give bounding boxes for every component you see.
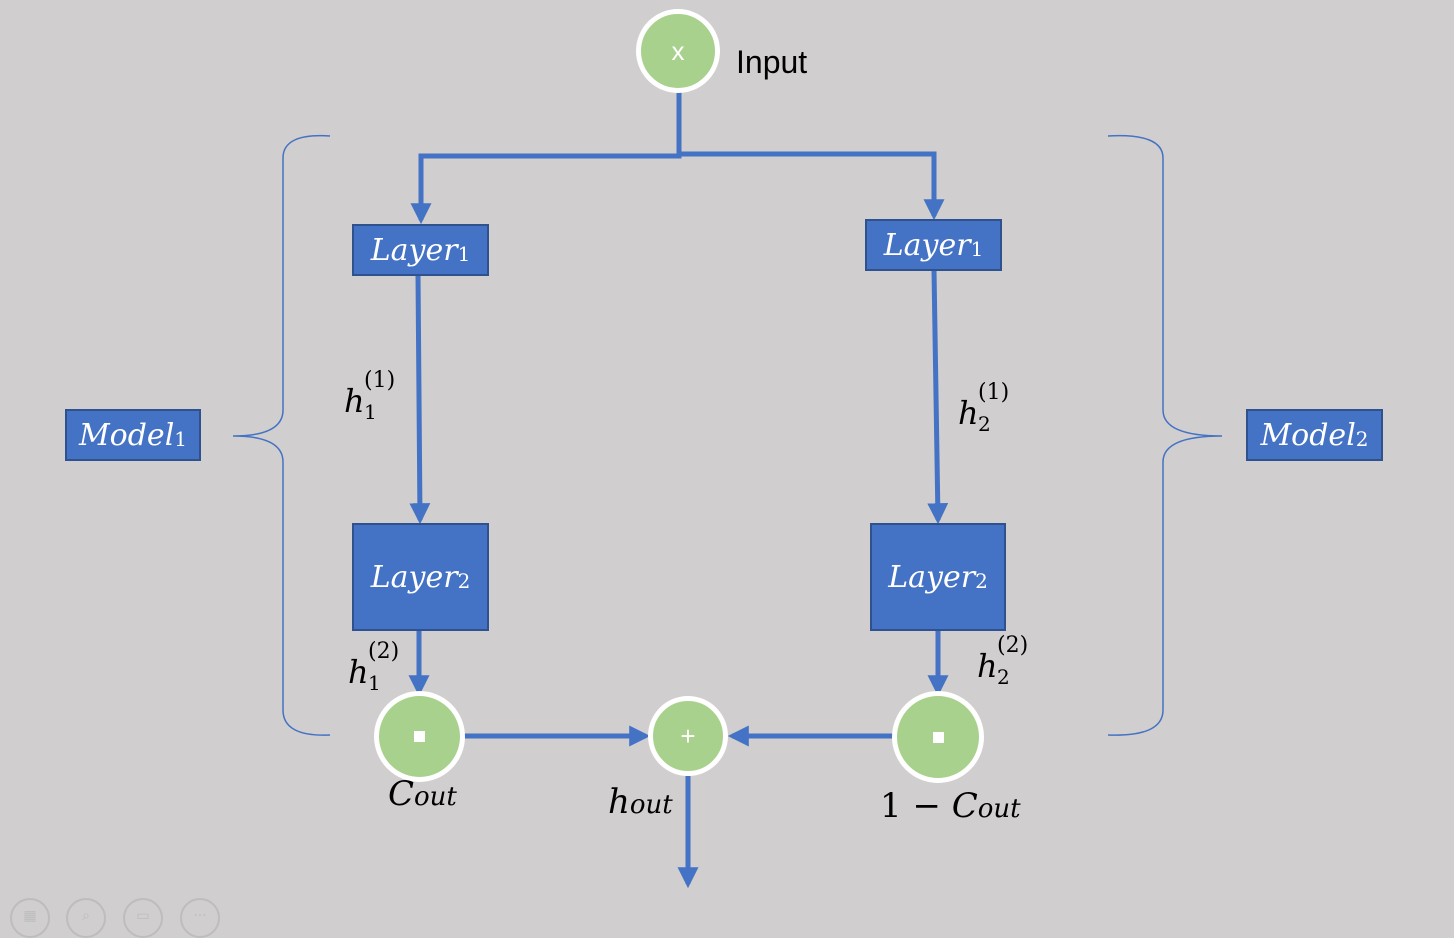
layer2-left-name: Layer (370, 559, 458, 595)
slide-icon[interactable]: ▭ (123, 898, 163, 938)
layer1-left-index: 1 (457, 242, 471, 266)
h1-2-sub: 1 (368, 671, 381, 695)
h1-2-sup: (2) (368, 639, 400, 664)
model1-brace (232, 134, 331, 736)
multiply-dot-icon (414, 731, 425, 742)
sum-node: + (648, 696, 728, 776)
right-weight-label: 1 − Cout (880, 786, 1021, 826)
right-weight-prefix: 1 − (880, 786, 952, 826)
layer1-left-name: Layer (370, 232, 458, 268)
input-node: x (636, 9, 720, 93)
model1-index: 1 (174, 427, 188, 451)
h2-1-label: h (1) 2 (958, 380, 1009, 436)
left-weight-sub: out (414, 782, 457, 812)
zoom-icon[interactable]: ⌕ (66, 898, 106, 938)
h2-1-base: h (958, 394, 979, 432)
h1-2-base: h (348, 653, 369, 691)
h2-2-base: h (977, 647, 998, 685)
multiply-dot-icon (932, 731, 944, 743)
layer2-right-name: Layer (888, 559, 976, 595)
h1-1-sub: 1 (364, 400, 377, 424)
arrow-layer1-to-layer2-left (409, 273, 431, 525)
h1-2-label: h (2) 1 (348, 639, 399, 695)
layer1-right-index: 1 (970, 237, 984, 261)
layer2-left-index: 2 (457, 569, 471, 593)
h1-1-label: h (1) 1 (344, 368, 395, 424)
h2-2-label: h (2) 2 (977, 633, 1028, 689)
left-weight-base: C (388, 774, 415, 814)
input-right-connector (679, 151, 945, 221)
model2-brace (1107, 134, 1223, 736)
layer2-right-index: 2 (975, 569, 988, 593)
right-weight-sub: out (977, 794, 1021, 824)
h2-2-sub: 2 (997, 665, 1010, 689)
output-base: h (608, 782, 630, 822)
input-split-connector (410, 90, 682, 225)
model1-name: Model (78, 417, 175, 453)
h2-1-sub: 2 (978, 412, 991, 436)
output-sub: out (629, 790, 673, 820)
h2-1-sup: (1) (978, 380, 1010, 405)
h1-1-base: h (344, 382, 365, 420)
model2-index: 2 (1355, 427, 1369, 451)
model2-name: Model (1260, 417, 1356, 453)
h2-2-sup: (2) (997, 633, 1029, 658)
sum-symbol: + (680, 720, 696, 751)
left-gate-node (374, 691, 465, 782)
input-node-symbol: x (671, 35, 685, 66)
right-weight-base: C (951, 786, 978, 826)
output-label: hout (608, 782, 673, 822)
input-label: Input (736, 44, 808, 80)
layout-icon[interactable]: ▦ (10, 898, 50, 938)
more-icon[interactable]: ··· (180, 898, 220, 938)
arrow-layer1-to-layer2-right (927, 269, 949, 525)
h1-1-sup: (1) (364, 368, 396, 393)
layer1-right-name: Layer (883, 227, 971, 263)
left-weight-label: Cout (388, 774, 457, 814)
right-gate-node (892, 691, 984, 783)
